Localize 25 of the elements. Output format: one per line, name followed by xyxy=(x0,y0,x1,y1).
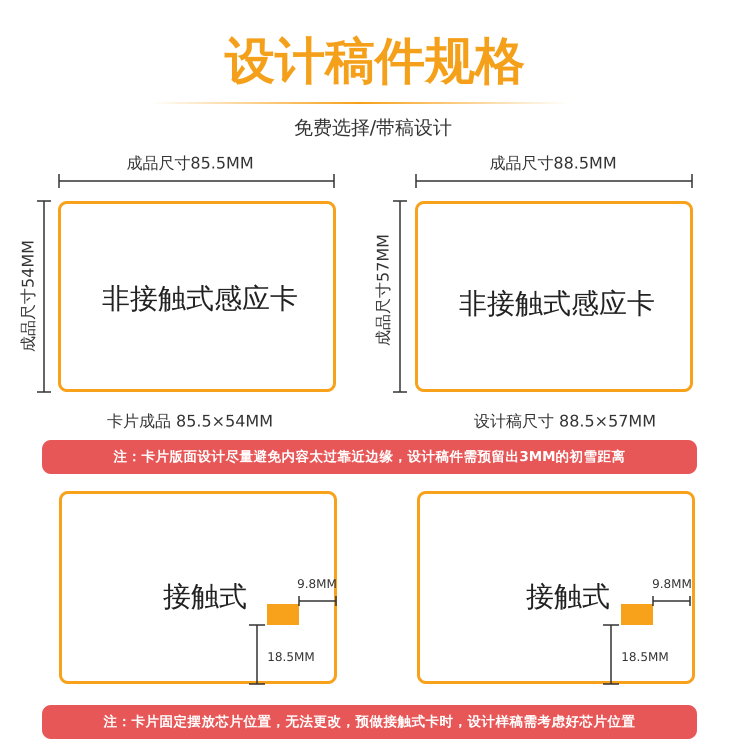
size-caption: 设计稿尺寸 88.5×57MM xyxy=(474,412,656,432)
dimension-label: 18.5MM xyxy=(621,650,669,664)
chip-block xyxy=(621,604,653,625)
dimension-label: 9.8MM xyxy=(652,577,692,591)
title: 设计稿件规格 xyxy=(225,32,525,90)
note-banner xyxy=(42,440,697,474)
subtitle: 免费选择/带稿设计 xyxy=(294,116,452,141)
card-outline xyxy=(58,201,336,392)
dimension-label: 成品尺寸85.5MM xyxy=(126,154,254,174)
note-banner xyxy=(42,705,697,739)
card-outline xyxy=(417,491,695,684)
card-outline xyxy=(59,491,337,684)
note-text: 注：卡片版面设计尽量避免内容太过靠近边缘，设计稿件需预留出3MM的初雪距离 xyxy=(113,448,626,466)
size-caption: 卡片成品 85.5×54MM xyxy=(106,412,274,432)
card-label: 接触式 xyxy=(526,579,610,615)
dimension-label: 18.5MM xyxy=(267,650,315,664)
card-outline xyxy=(415,201,693,392)
card-label: 接触式 xyxy=(163,579,247,615)
chip-block xyxy=(267,604,299,625)
note-text: 注：卡片固定摆放芯片位置，无法更改，预做接触式卡时，设计样稿需考虑好芯片位置 xyxy=(104,713,636,731)
dimension-label: 成品尺寸54MM xyxy=(18,240,38,352)
dimension-label: 成品尺寸88.5MM xyxy=(489,154,617,174)
card-label: 非接触式感应卡 xyxy=(102,281,298,317)
card-label: 非接触式感应卡 xyxy=(459,286,655,322)
dimension-label: 成品尺寸57MM xyxy=(374,234,394,346)
